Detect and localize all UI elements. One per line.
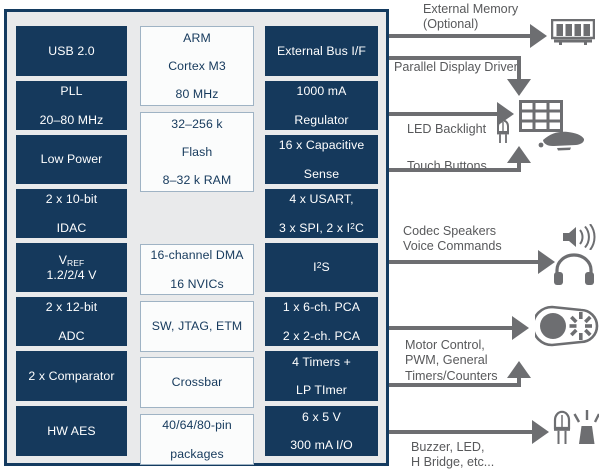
block-comparator[interactable]: 2 x Comparator bbox=[16, 351, 127, 401]
block-low-power[interactable]: Low Power bbox=[16, 135, 127, 184]
caption-external-memory: External Memory (Optional) bbox=[423, 2, 519, 32]
memory-module-icon bbox=[551, 19, 595, 45]
block-io-label: 6 x 5 V 300 mA I/O bbox=[290, 409, 353, 452]
block-comparator-label: 2 x Comparator bbox=[28, 368, 115, 383]
connector-parallel-display bbox=[389, 56, 521, 60]
block-crossbar[interactable]: Crossbar bbox=[140, 357, 254, 408]
block-timers[interactable]: 4 Timers + LP TImer bbox=[265, 351, 378, 401]
motor-pulley-icon bbox=[535, 305, 599, 347]
caption-codec-audio: Codec Speakers Voice Commands bbox=[403, 224, 502, 254]
block-packages-label: 40/64/80-pin packages bbox=[162, 418, 232, 461]
connector-motor-out bbox=[389, 326, 515, 330]
block-pca-label: 1 x 6-ch. PCA 2 x 2-ch. PCA bbox=[282, 300, 361, 343]
connector-external-memory bbox=[389, 34, 533, 38]
block-packages[interactable]: 40/64/80-pin packages bbox=[140, 414, 254, 465]
connector-touch-buttons bbox=[389, 168, 521, 172]
display-grid-icon bbox=[519, 100, 563, 132]
block-adc-label: 2 x 12-bit ADC bbox=[45, 300, 98, 343]
block-serial-label: 4 x USART, 3 x SPI, 2 x I2C bbox=[279, 192, 364, 235]
block-external-bus-label: External Bus I/F bbox=[276, 43, 367, 58]
arrow-buzzer-led bbox=[532, 420, 549, 444]
block-pll-label: PLL 20–80 MHz bbox=[39, 84, 104, 127]
block-idac-label: 2 x 10-bit IDAC bbox=[45, 192, 98, 235]
arrow-codec-audio bbox=[538, 250, 555, 274]
block-serial[interactable]: 4 x USART, 3 x SPI, 2 x I2C bbox=[265, 189, 378, 238]
block-debug[interactable]: SW, JTAG, ETM bbox=[140, 301, 254, 352]
caption-led-backlight: LED Backlight bbox=[407, 122, 487, 136]
block-dma[interactable]: 16-channel DMA 16 NVICs bbox=[140, 244, 254, 295]
connector-codec-audio bbox=[389, 260, 541, 264]
arrow-external-memory bbox=[530, 24, 547, 48]
hand-touch-icon bbox=[537, 127, 585, 155]
led-icon bbox=[494, 114, 512, 144]
connector-motor-in bbox=[389, 383, 521, 387]
block-dma-label: 16-channel DMA 16 NVICs bbox=[150, 248, 244, 291]
block-i2s-label: I2S bbox=[313, 260, 330, 275]
connector-buzzer-led bbox=[389, 430, 535, 434]
block-memory-label: 32–256 k Flash 8–32 k RAM bbox=[162, 116, 232, 188]
caption-parallel-display: Parallel Display Driver bbox=[394, 60, 518, 74]
block-low-power-label: Low Power bbox=[40, 152, 103, 167]
speaker-icon bbox=[561, 224, 599, 250]
arrow-motor-out bbox=[512, 316, 529, 340]
block-memory[interactable]: 32–256 k Flash 8–32 k RAM bbox=[140, 112, 254, 192]
caption-buzzer-led: Buzzer, LED, H Bridge, etc... bbox=[411, 440, 495, 470]
connector-touch-buttons-rise bbox=[517, 163, 521, 172]
block-regulator-label: 1000 mA Regulator bbox=[294, 84, 349, 127]
block-vref-label: VREF 1.2/2/4 V bbox=[46, 252, 97, 283]
mcu-package: USB 2.0 PLL 20–80 MHz Low Power 2 x 10-b… bbox=[4, 9, 389, 466]
block-usb-label: USB 2.0 bbox=[48, 43, 95, 58]
block-i2s[interactable]: I2S bbox=[265, 243, 378, 292]
connector-led-backlight bbox=[389, 112, 500, 116]
headphone-icon bbox=[553, 253, 595, 285]
block-timers-label: 4 Timers + LP TImer bbox=[292, 354, 351, 397]
arrow-parallel-display bbox=[507, 79, 531, 96]
block-hw-aes-label: HW AES bbox=[47, 423, 96, 438]
block-debug-label: SW, JTAG, ETM bbox=[151, 319, 243, 334]
caption-motor-control: Motor Control, PWM, General Timers/Count… bbox=[405, 338, 498, 383]
block-usb[interactable]: USB 2.0 bbox=[16, 26, 127, 76]
block-hw-aes[interactable]: HW AES bbox=[16, 406, 127, 456]
block-pca[interactable]: 1 x 6-ch. PCA 2 x 2-ch. PCA bbox=[265, 297, 378, 346]
connector-parallel-display-drop bbox=[517, 56, 521, 80]
block-idac[interactable]: 2 x 10-bit IDAC bbox=[16, 189, 127, 238]
caption-touch-buttons: Touch Buttons bbox=[407, 159, 487, 173]
block-adc[interactable]: 2 x 12-bit ADC bbox=[16, 297, 127, 346]
arrow-touch-buttons bbox=[507, 146, 531, 163]
block-pll[interactable]: PLL 20–80 MHz bbox=[16, 81, 127, 130]
block-core-label: ARM Cortex M3 80 MHz bbox=[168, 30, 226, 102]
block-regulator[interactable]: 1000 mA Regulator bbox=[265, 81, 378, 130]
block-crossbar-label: Crossbar bbox=[171, 375, 223, 390]
block-vref[interactable]: VREF 1.2/2/4 V bbox=[16, 243, 127, 292]
arrow-motor-in bbox=[507, 361, 531, 378]
block-external-bus[interactable]: External Bus I/F bbox=[265, 26, 378, 76]
block-capacitive-sense[interactable]: 16 x Capacitive Sense bbox=[265, 135, 378, 184]
block-core[interactable]: ARM Cortex M3 80 MHz bbox=[140, 26, 254, 106]
connector-motor-in-rise bbox=[517, 378, 521, 387]
led-buzzer-icon bbox=[551, 404, 599, 450]
block-capacitive-sense-label: 16 x Capacitive Sense bbox=[278, 138, 365, 181]
block-io[interactable]: 6 x 5 V 300 mA I/O bbox=[265, 406, 378, 456]
